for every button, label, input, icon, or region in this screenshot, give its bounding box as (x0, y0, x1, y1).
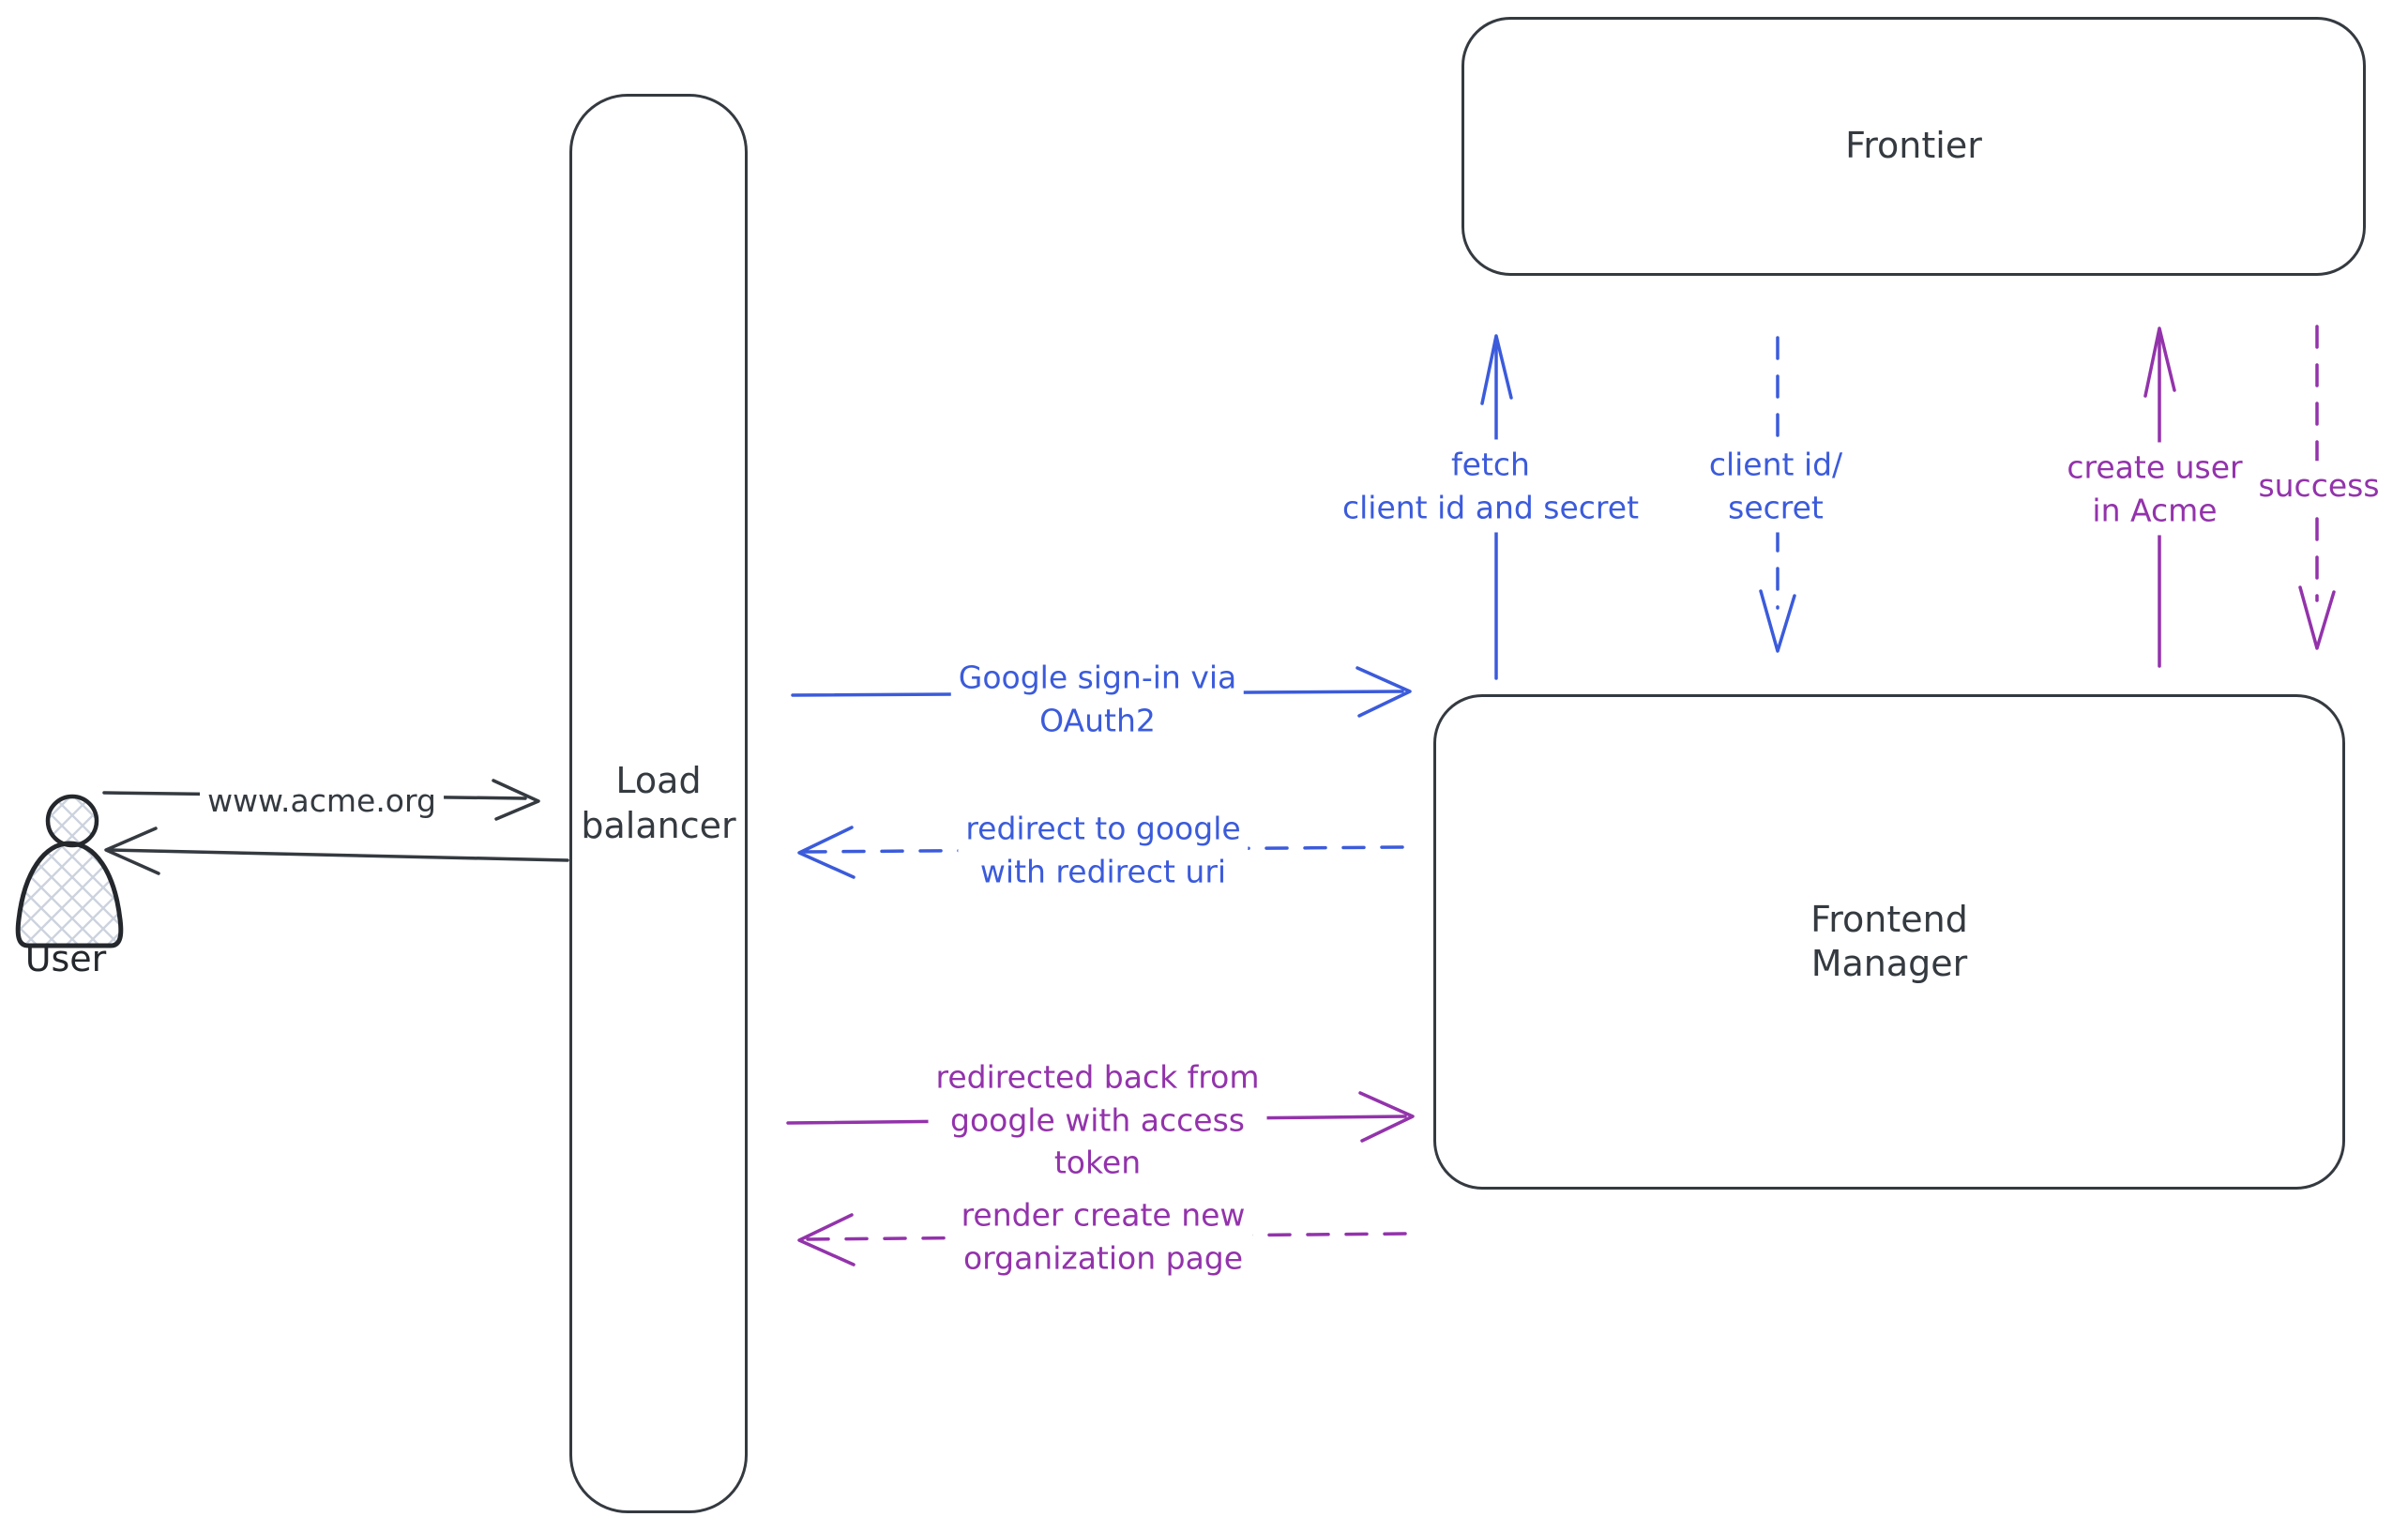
person-head (45, 794, 99, 848)
frontier-label: Frontier (1845, 125, 1982, 167)
load-balancer-label: Load balancer (581, 760, 736, 846)
user-person-icon (15, 794, 124, 948)
arrowhead-up (1480, 334, 1513, 405)
arrowhead-right (1358, 1091, 1415, 1143)
edge-label-redirect-google: redirect to google with redirect uri (958, 803, 1249, 897)
frontend-manager-box: Frontend Manager (1433, 694, 2345, 1190)
arrowhead-left (797, 826, 856, 879)
arrow-render-page (797, 1213, 1407, 1267)
arrow-return-to-user (104, 827, 569, 875)
arrowhead-left (797, 1213, 856, 1267)
edge-label-render-page: render create new organization page (953, 1190, 1253, 1283)
edge-label-google-signin: Google sign-in via OAuth2 (950, 652, 1245, 746)
arrowhead-right (1355, 666, 1412, 718)
frontend-manager-label: Frontend Manager (1810, 898, 1968, 985)
arrowhead-up (2143, 326, 2176, 398)
edge-label-success: success (2250, 461, 2387, 511)
user-label: User (24, 938, 107, 979)
person-body (15, 841, 124, 948)
arrowhead-down (2298, 585, 2336, 650)
edge-label-www-acme: www.acme.org (200, 776, 444, 827)
arrow-redirect-google (797, 826, 1404, 879)
frontier-box: Frontier (1461, 17, 2366, 276)
edge-label-client-id-secret: client id/ secret (1701, 439, 1851, 533)
load-balancer-box: Load balancer (569, 94, 748, 1513)
arrowhead-down (1759, 589, 1796, 653)
arrowhead-right (492, 779, 540, 821)
arrowhead-left (104, 827, 160, 875)
edge-label-create-user: create user in Acme (2059, 442, 2250, 536)
edge-label-fetch-client: fetch client id and secret (1334, 439, 1647, 533)
edge-label-redirected-back: redirected back from google with access … (928, 1052, 1267, 1189)
